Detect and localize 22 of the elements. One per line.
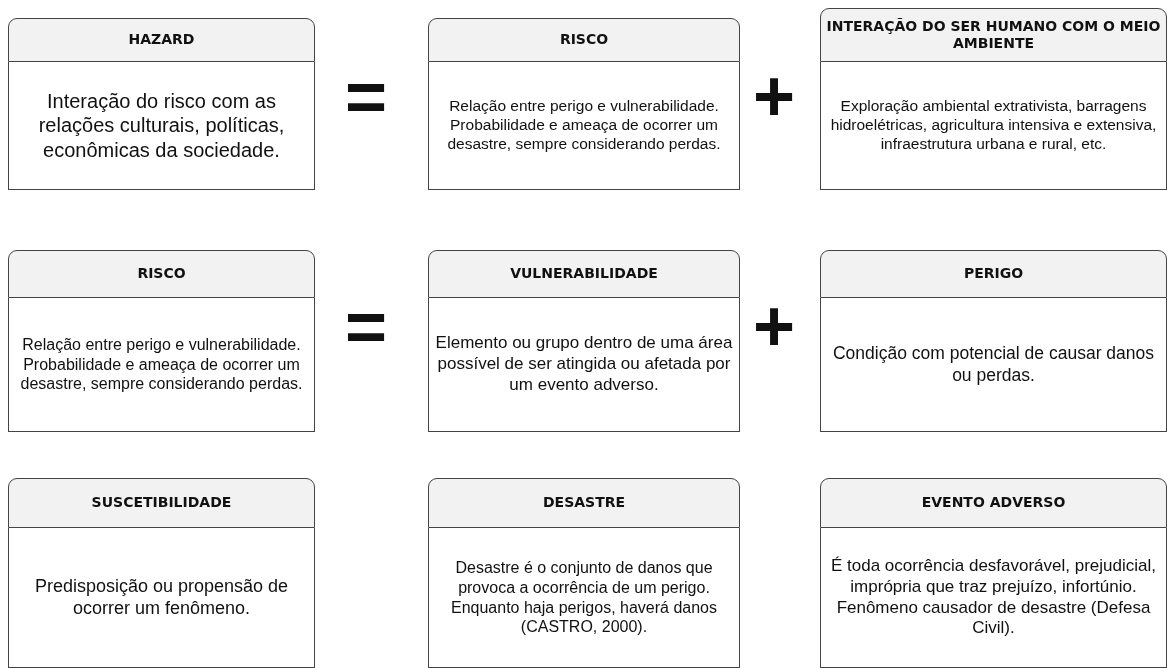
card-body: Predisposição ou propensão de ocorrer um fenômeno. bbox=[8, 528, 315, 668]
plus-sign: + bbox=[753, 290, 796, 362]
card-body: Relação entre perigo e vulnerabilidade. Probabilidade e ameaça de ocorrer um desastre, sempre considerando perdas. bbox=[428, 62, 740, 190]
card-header: RISCO bbox=[428, 18, 740, 62]
card-body: Exploração ambiental extrativista, barragens hidroelétricas, agricultura intensiva e extensiva, infraestrutura urbana e rural, etc. bbox=[820, 62, 1167, 190]
card-header: HAZARD bbox=[8, 18, 315, 62]
card-body: Desastre é o conjunto de danos que provoca a ocorrência de um perigo. Enquanto haja perigos, haverá danos (CASTRO, 2000). bbox=[428, 528, 740, 668]
card-body: Relação entre perigo e vulnerabilidade. Probabilidade e ameaça de ocorrer um desastre, sempre considerando perdas. bbox=[8, 298, 315, 432]
card-header: VULNERABILIDADE bbox=[428, 250, 740, 298]
card-body: É toda ocorrência desfavorável, prejudicial, imprópria que traz prejuízo, infortúnio. Fenômeno causador de desastre (Defesa Civil). bbox=[820, 528, 1167, 668]
card-header: DESASTRE bbox=[428, 478, 740, 528]
card-header: SUSCETIBILIDADE bbox=[8, 478, 315, 528]
plus-sign: + bbox=[753, 60, 796, 132]
card-header: EVENTO ADVERSO bbox=[820, 478, 1167, 528]
equals-sign: = bbox=[345, 60, 388, 132]
card-body: Condição com potencial de causar danos ou perdas. bbox=[820, 298, 1167, 432]
card-body: Elemento ou grupo dentro de uma área possível de ser atingida ou afetada por um evento adverso. bbox=[428, 298, 740, 432]
equals-sign: = bbox=[345, 290, 388, 362]
card-header: INTERAÇÃO DO SER HUMANO COM O MEIO AMBIENTE bbox=[820, 8, 1167, 62]
card-header: PERIGO bbox=[820, 250, 1167, 298]
card-header: RISCO bbox=[8, 250, 315, 298]
card-body: Interação do risco com as relações culturais, políticas, econômicas da sociedade. bbox=[8, 62, 315, 190]
